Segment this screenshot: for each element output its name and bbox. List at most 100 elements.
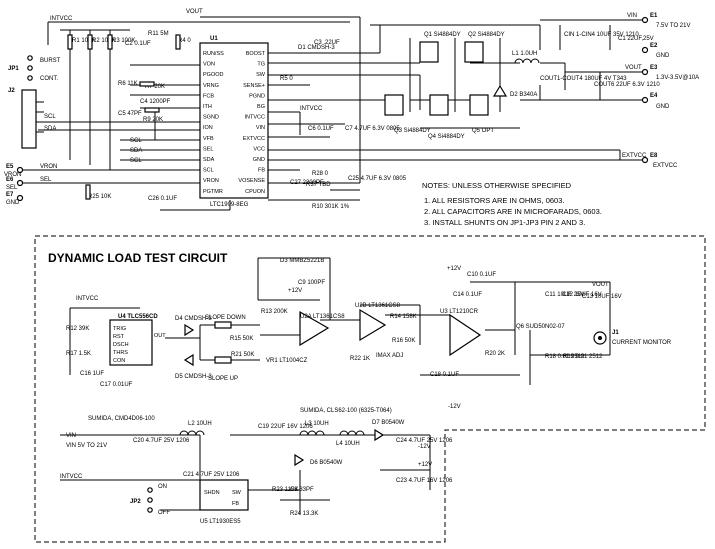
u1-right-pin-3: SENSE+: [243, 83, 265, 89]
c17-label: C17 0.01UF: [100, 382, 133, 388]
imax-adj-label: IMAX ADJ: [376, 353, 403, 359]
u5-label: U5 LT1930ES5: [200, 519, 241, 525]
diode-d4: D4 CMDSH-3: [175, 316, 212, 337]
u1-right-pin-6: INTVCC: [245, 115, 266, 121]
r19-label: R19 0.01 2512: [563, 354, 603, 360]
l4-label: L4 10UH: [336, 441, 360, 447]
r12-label: R12 39K: [66, 326, 89, 332]
pot-r15[interactable]: SLOPE DOWN R15 50K: [205, 315, 253, 342]
terminal-e3[interactable]: E3 VOUT 1.3V-3.5V@10A: [625, 65, 699, 81]
c11-label: C11 10UF 25V: [545, 292, 584, 298]
terminal-e6[interactable]: E6 SEL: [6, 177, 24, 191]
q5-label: Q5 OPT: [472, 128, 494, 134]
diode-d2: D2 B340A: [492, 84, 537, 98]
r7-label: R7 20K: [145, 84, 165, 90]
mosfet-q2: Q2 Si4884DY: [464, 32, 505, 63]
r23-label: R23 115K: [272, 487, 298, 493]
pot-r21[interactable]: R21 50K SLOPE UP: [208, 352, 254, 382]
d4-label: D4 CMDSH-3: [175, 316, 212, 322]
c27-label: C27 2200PF: [290, 180, 324, 186]
r1-label: R1 100K: [72, 38, 95, 44]
note-2: 2. ALL CAPACITORS ARE IN MICROFARADS, 06…: [424, 207, 602, 216]
load-wires: [60, 257, 611, 515]
note-1: 1. ALL RESISTORS ARE IN OHMS, 0603.: [424, 196, 564, 205]
notes-block: NOTES: UNLESS OTHERWISE SPECIFIED 1. ALL…: [422, 181, 602, 227]
net-sel: SEL: [40, 177, 52, 183]
cout6-label: COUT6 22UF 6.3V 1210: [594, 82, 660, 88]
terminal-e1[interactable]: E1 VIN 7.5V TO 21V: [627, 13, 690, 29]
r21-label: R21 50K: [231, 352, 254, 358]
u1-right-pin-12: VOSENSE: [238, 178, 265, 184]
sumida2-label: SUMIDA, CLS62-100 (6325-T064): [300, 408, 392, 414]
diode-d5: D5 CMDSH-3: [175, 353, 212, 380]
u4-pin-0: TRIG: [113, 326, 126, 332]
connector-j2[interactable]: J2: [8, 88, 44, 149]
sumida1-label: SUMIDA, CMD4D06-100: [88, 416, 155, 422]
e4-net: GND: [656, 104, 670, 110]
jumper-jp2[interactable]: JP2 ON OFF: [130, 484, 170, 516]
bnc-j1[interactable]: J1 CURRENT MONITOR: [593, 330, 672, 346]
u2a-label: U2A LT1361CS8: [300, 314, 345, 320]
r5-label: R5 0: [280, 76, 293, 82]
vr1-label: VR1 LT1004CZ: [266, 358, 308, 364]
u1-left-pin-12: VRON: [203, 178, 219, 184]
terminal-e8[interactable]: E8 EXTVCC EXTVCC: [622, 153, 678, 169]
slope-up-label: SLOPE UP: [208, 376, 238, 382]
c9-label: C9 100PF: [298, 280, 325, 286]
net-scl-2: SCL: [130, 138, 142, 144]
u4-pin-2: DSCH: [113, 342, 129, 348]
u1-right-pin-13: CPUON: [245, 189, 265, 195]
c12-label: C12 10UF 16V: [562, 292, 602, 298]
jp2-off: OFF: [158, 510, 170, 516]
e6-label: E6: [6, 177, 14, 183]
net-cont: CONT.: [40, 76, 58, 82]
u1-left-pin-4: FCB: [203, 93, 214, 99]
q6-label: Q6 SUD50N02-07: [516, 324, 565, 330]
d1-label: D1 CMDSH-3: [298, 45, 335, 51]
terminal-e5[interactable]: E5 VRON: [4, 164, 24, 178]
jumper-jp1[interactable]: JP1: [8, 55, 33, 81]
u1-left-pin-3: VRNG: [203, 83, 219, 89]
r22-label: R22 1K: [350, 356, 370, 362]
c4-label: C4 1200PF: [140, 99, 171, 105]
r2-label: R2 100K: [92, 38, 115, 44]
r4-label: R4 0: [178, 38, 191, 44]
inductor-l3: L3 10UH: [299, 421, 329, 436]
u4-pin-3: THRS: [113, 350, 128, 356]
u1-right-pin-8: EXTVCC: [243, 136, 265, 142]
q3-label: Q3 Si4884DY: [394, 128, 431, 134]
cin-label: CIN 1-CIN4 10UF 35V 1210: [564, 32, 639, 38]
u1-left-pin-13: PGTMR: [203, 189, 223, 195]
terminal-e4[interactable]: E4 GND: [641, 93, 671, 110]
c25-label: C25 4.7UF 6.3V 0805: [348, 176, 407, 182]
e5-label: E5: [6, 164, 14, 170]
e2-label: E2: [650, 43, 658, 49]
e8-label: E8: [650, 153, 658, 159]
opamp-u3: U3 LT1210CR: [440, 309, 482, 357]
r20-label: R20 2K: [485, 351, 505, 357]
terminal-e7[interactable]: E7 GND: [6, 192, 24, 206]
u1-right-pin-9: VCC: [253, 146, 265, 152]
u1-right-pin-2: SW: [256, 72, 266, 78]
u1-right-pin-5: BG: [257, 104, 265, 110]
e8-net-right: EXTVCC: [653, 163, 678, 169]
cout-label: COUT1-COUT4 180UF 4V T343: [540, 76, 627, 82]
current-monitor-label: CURRENT MONITOR: [612, 340, 672, 346]
c14-label: C14 0.1UF: [453, 292, 482, 298]
j2-label: J2: [8, 88, 15, 94]
net-intvcc-mid: INTVCC: [300, 106, 323, 112]
c20-label: C20 4.7UF 25V 1206: [133, 438, 190, 444]
terminal-e2[interactable]: E2 GND: [641, 43, 671, 59]
u1-left-pin-7: ION: [203, 125, 213, 131]
u2a-plus12: +12V: [288, 288, 302, 294]
net-burst: BURST: [40, 58, 61, 64]
e1-net: VIN: [627, 13, 637, 19]
opamp-u2b: U2B LT1361CS8: [355, 303, 401, 342]
load-test-title: DYNAMIC LOAD TEST CIRCUIT: [48, 251, 228, 265]
net-intvcc-top: INTVCC: [50, 16, 73, 22]
u1-right-pin-4: PGND: [249, 93, 265, 99]
l2-label: L2 10UH: [188, 421, 212, 427]
psu-plus12: +12V: [418, 462, 432, 468]
u4-intvcc: INTVCC: [76, 296, 99, 302]
